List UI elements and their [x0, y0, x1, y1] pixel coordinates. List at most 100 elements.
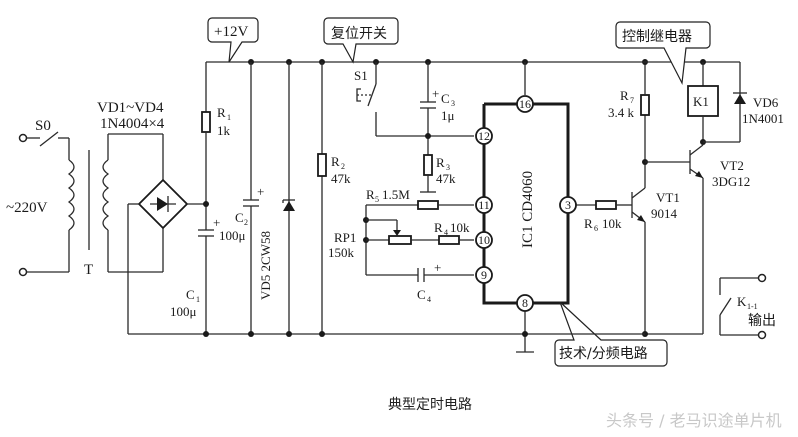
output-terminal-bottom [757, 330, 767, 340]
bridge-diode-icon [157, 197, 168, 211]
svg-text:10: 10 [478, 233, 490, 247]
pin-3: 3 [559, 196, 577, 214]
transformer-label: T [84, 262, 93, 278]
driver-stage: R 6 10k VT1 9014 R 7 3.4 k VT2 3DG12 [530, 59, 750, 337]
c3-r3-branch: + C 3 1μ R 3 47k [420, 59, 456, 193]
svg-text:6: 6 [594, 224, 598, 233]
k1-1-output-contact: K 1-1 输出 [719, 273, 776, 340]
bridge-name: VD1~VD4 [97, 100, 164, 116]
r2-name: R [331, 154, 340, 169]
svg-text:5: 5 [375, 195, 379, 204]
k11-name: K [737, 294, 747, 309]
secondary-coil [102, 159, 110, 231]
r1-value: 1k [217, 123, 231, 138]
svg-text:11: 11 [478, 198, 490, 212]
callout-reset-text: 复位开关 [331, 25, 387, 42]
vt1-name: VT1 [656, 190, 680, 205]
r1-name: R [217, 105, 226, 120]
output-label: 输出 [748, 313, 776, 329]
c3-name: C [441, 91, 450, 106]
mains-input: S0 ~220V T [6, 118, 164, 278]
callout-divider: 技术/分频电路 [554, 301, 668, 367]
r3-value: 47k [436, 171, 456, 186]
r3-name: R [436, 155, 445, 170]
r2-branch: R 2 47k [317, 59, 351, 337]
watermark: 头条号 / 老马识途单片机 [606, 411, 782, 430]
vd6-part: 1N4001 [742, 111, 784, 126]
k1-coil [687, 85, 719, 117]
callout-relay-text: 控制继电器 [622, 29, 692, 45]
rp1-value: 150k [328, 245, 355, 260]
callout-12v: +12V [207, 17, 259, 63]
svg-text:+: + [257, 184, 264, 199]
s1-name: S1 [354, 68, 368, 83]
s1-reset-switch[interactable]: S1 [354, 59, 474, 137]
pin-10: 10 [475, 231, 493, 249]
r4-value: 10k [450, 220, 470, 235]
relay-k1: K1 VD6 1N4001 [640, 59, 784, 145]
pin-16: 16 [516, 95, 534, 113]
svg-text:+: + [213, 215, 220, 230]
svg-text:8: 8 [522, 296, 528, 310]
r4-name: R [434, 220, 443, 235]
svg-text:4: 4 [427, 295, 431, 304]
callout-relay-control: 控制继电器 [615, 21, 711, 86]
svg-text:3: 3 [446, 163, 450, 172]
c1-name: C [186, 287, 195, 302]
ic1-label: IC1 CD4060 [520, 171, 536, 248]
primary-coil [67, 159, 75, 231]
rp1-potentiometer[interactable] [388, 235, 412, 245]
oscillator-network: R 5 1.5M RP1 150k R 4 10k + C 4 [328, 187, 474, 304]
input-terminal-top [18, 133, 28, 143]
ic1-cd4060: 16 12 11 10 9 8 3 IC1 CD4060 [475, 59, 596, 353]
callout-divider-text: 技术/分频电路 [559, 346, 648, 362]
pin-8: 8 [516, 294, 534, 312]
vd5-label: VD5 2CW58 [258, 231, 273, 300]
svg-text:16: 16 [519, 97, 531, 111]
c2-branch: + C 2 100μ [219, 59, 264, 337]
s0-label: S0 [35, 118, 51, 134]
diagram-title: 典型定时电路 [388, 397, 472, 413]
r6-resistor [595, 200, 617, 210]
svg-text:1-1: 1-1 [747, 302, 758, 311]
r4-resistor [438, 235, 460, 245]
bridge-part: 1N4004×4 [100, 116, 165, 132]
r6-value: 10k [602, 216, 622, 231]
c2-value: 100μ [219, 228, 246, 243]
r6-name: R [584, 216, 593, 231]
svg-text:+: + [432, 86, 439, 101]
rp1-name: RP1 [334, 230, 356, 245]
pin-12: 12 [475, 127, 493, 145]
r7-name: R [620, 88, 629, 103]
svg-text:2: 2 [341, 162, 345, 171]
svg-text:12: 12 [478, 129, 490, 143]
pin-9: 9 [475, 266, 493, 284]
output-terminal-top [757, 273, 767, 283]
k1-name: K1 [693, 94, 709, 109]
r5-resistor [417, 200, 439, 210]
mains-voltage-label: ~220V [6, 200, 48, 216]
vt2-part: 3DG12 [712, 174, 750, 189]
r5-name: R [366, 187, 375, 202]
r5-value: 1.5M [382, 187, 410, 202]
svg-text:3: 3 [451, 99, 455, 108]
input-terminal-bottom [18, 267, 28, 277]
r1-resistor [201, 111, 211, 133]
r7-resistor [640, 94, 650, 116]
callout-12v-text: +12V [214, 24, 248, 40]
vd5-zener: VD5 2CW58 [258, 59, 295, 337]
s0-switch-blade [39, 131, 59, 147]
c2-name: C [235, 210, 244, 225]
c1-value: 100μ [170, 304, 197, 319]
svg-text:2: 2 [244, 218, 248, 227]
vd6-name: VD6 [753, 95, 779, 110]
svg-text:4: 4 [444, 228, 448, 237]
pin-11: 11 [475, 196, 493, 214]
vd6-diode-icon [734, 94, 746, 104]
svg-text:1: 1 [227, 113, 231, 122]
svg-text:+: + [434, 260, 441, 275]
callout-reset-switch: 复位开关 [323, 17, 399, 64]
vt2-name: VT2 [720, 158, 744, 173]
